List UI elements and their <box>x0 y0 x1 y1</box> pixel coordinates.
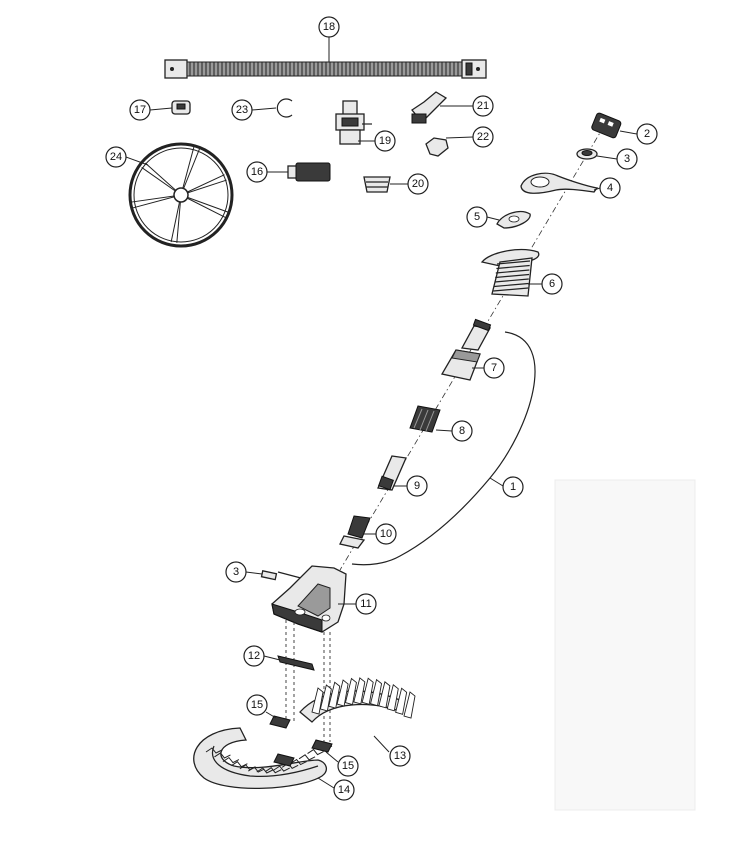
callout-3-lower-label: 3 <box>233 566 239 578</box>
callout-12: 12 <box>243 645 265 667</box>
callout-22: 22 <box>472 126 494 148</box>
upper-housing-part <box>480 248 540 297</box>
callout-13: 13 <box>389 745 411 767</box>
callout-23-label: 23 <box>236 104 248 116</box>
ring-part-lower <box>260 570 317 583</box>
callout-11-label: 11 <box>360 598 371 610</box>
callout-15-top-label: 15 <box>251 699 263 711</box>
c-clip-part <box>276 98 293 118</box>
leader-8 <box>435 429 453 432</box>
hose-part <box>164 59 487 79</box>
callout-15-lower-label: 15 <box>342 760 354 772</box>
callout-22-label: 22 <box>477 131 489 143</box>
callout-19-label: 19 <box>379 135 391 147</box>
leader-17 <box>149 107 173 111</box>
leader-13 <box>373 735 390 753</box>
callout-2: 2 <box>636 123 658 145</box>
callout-20-label: 20 <box>412 178 424 190</box>
pad-part <box>269 715 333 767</box>
callout-3-top-label: 3 <box>624 153 630 165</box>
nut-part <box>409 405 441 433</box>
callout-14-label: 14 <box>338 784 350 796</box>
leader-24 <box>125 156 149 166</box>
callout-2-label: 2 <box>644 128 650 140</box>
callout-18: 18 <box>318 16 340 38</box>
callout-5: 5 <box>466 206 488 228</box>
body-part <box>271 565 347 633</box>
callout-15-top: 15 <box>246 694 268 716</box>
callout-23: 23 <box>231 99 253 121</box>
callout-1-label: 1 <box>510 481 516 493</box>
leader-12 <box>263 655 281 661</box>
callout-10-label: 10 <box>380 528 392 540</box>
clip-part <box>171 100 191 115</box>
skirt-part <box>299 677 416 723</box>
small-elbow-part <box>425 137 449 157</box>
callout-24: 24 <box>105 146 127 168</box>
leader-5 <box>486 216 500 221</box>
callout-8-label: 8 <box>459 425 465 437</box>
diaphragm-part <box>339 515 371 549</box>
callout-9-label: 9 <box>414 480 420 492</box>
connector-part <box>287 162 331 182</box>
leader-14 <box>317 777 335 789</box>
callout-21: 21 <box>472 95 494 117</box>
swivel-tube-part <box>440 318 492 381</box>
callout-3-lower: 3 <box>225 561 247 583</box>
callout-15-lower: 15 <box>337 755 359 777</box>
callout-16-label: 16 <box>251 166 263 178</box>
callout-14: 14 <box>333 779 355 801</box>
callout-7: 7 <box>483 357 505 379</box>
tire-part <box>193 727 333 789</box>
leader-23 <box>251 107 277 111</box>
callout-8: 8 <box>451 420 473 442</box>
callout-4-label: 4 <box>607 182 613 194</box>
callout-20: 20 <box>407 173 429 195</box>
seal-part <box>363 176 391 193</box>
regulator-valve-part <box>335 100 372 145</box>
callout-7-label: 7 <box>491 362 497 374</box>
leader-15-top <box>265 711 277 719</box>
callout-3-top: 3 <box>616 148 638 170</box>
ring-part-top <box>576 148 598 160</box>
callout-24-label: 24 <box>110 151 122 163</box>
callout-11: 11 <box>355 593 377 615</box>
callout-layer: 18 17 23 19 21 22 24 16 20 2 3 4 5 6 7 8… <box>105 16 658 801</box>
leader-2 <box>619 130 638 135</box>
bracket-1 <box>351 331 536 566</box>
callout-6: 6 <box>541 273 563 295</box>
leader-22 <box>445 136 474 139</box>
deflector-wheel-part <box>128 142 234 248</box>
callout-13-label: 13 <box>394 750 406 762</box>
elbow-part <box>411 91 448 124</box>
callout-6-label: 6 <box>549 278 555 290</box>
leader-15-lower <box>325 751 339 763</box>
callout-4: 4 <box>599 177 621 199</box>
callout-16: 16 <box>246 161 268 183</box>
callout-10: 10 <box>375 523 397 545</box>
leader-3-lower <box>245 571 263 575</box>
callout-12-label: 12 <box>248 650 260 662</box>
leader-3-top <box>596 155 618 160</box>
callout-18-label: 18 <box>323 21 335 33</box>
callout-5-label: 5 <box>474 211 480 223</box>
gasket-part <box>496 210 531 229</box>
flap-part <box>520 172 599 194</box>
callout-19: 19 <box>374 130 396 152</box>
pipe-part <box>377 455 407 491</box>
cap-part <box>591 112 622 139</box>
leader-1 <box>489 477 504 487</box>
plate-part <box>277 655 315 671</box>
callout-21-label: 21 <box>477 100 489 112</box>
leader-4 <box>593 187 601 191</box>
callout-9: 9 <box>406 475 428 497</box>
callout-1: 1 <box>502 476 524 498</box>
background-panel <box>554 479 696 811</box>
callout-17-label: 17 <box>134 104 146 116</box>
callout-17: 17 <box>129 99 151 121</box>
